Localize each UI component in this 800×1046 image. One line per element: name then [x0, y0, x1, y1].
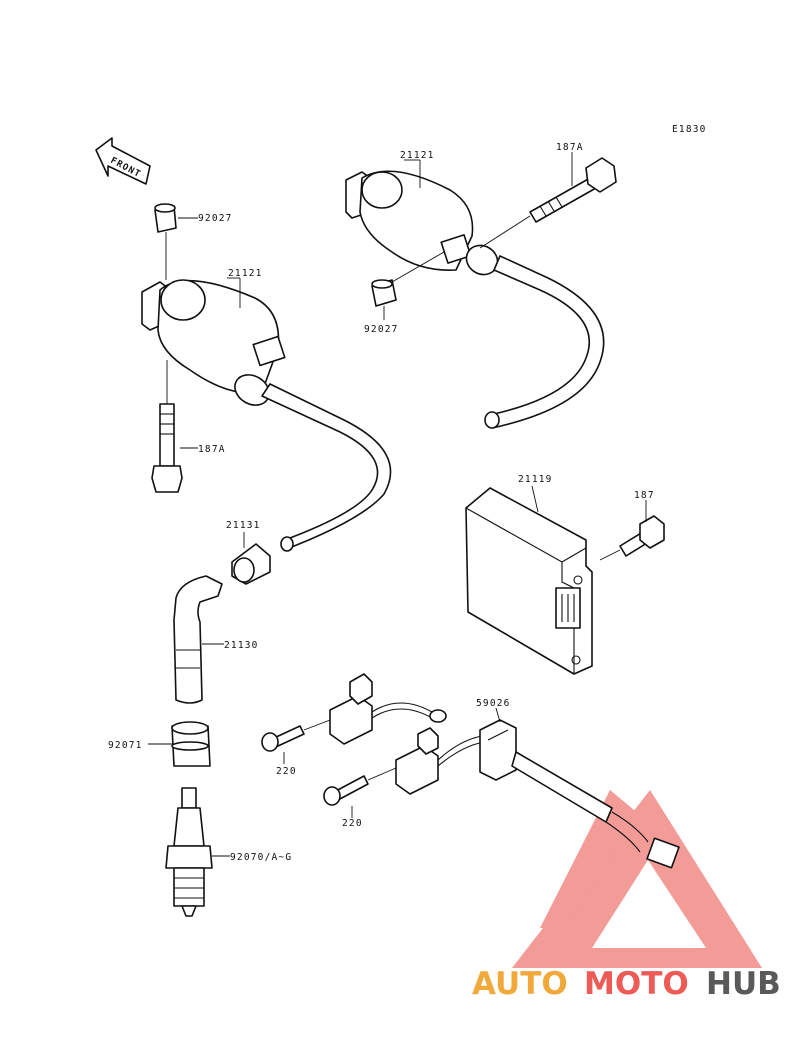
- terminal-nut-21131: [231, 543, 271, 585]
- label-92070: 92070/A~G: [230, 852, 292, 863]
- spark-plug-92070: [165, 787, 213, 917]
- label-92027-right: 92027: [364, 324, 399, 335]
- watermark-hub: HUB: [706, 966, 781, 1002]
- label-187: 187: [634, 490, 655, 501]
- screw-220-lower: [323, 775, 369, 806]
- ignition-coil-left: [141, 279, 392, 552]
- label-21119: 21119: [518, 474, 553, 485]
- label-21121-right: 21121: [400, 150, 435, 161]
- ignition-coil-right: [345, 170, 605, 429]
- label-220-upper: 220: [276, 766, 297, 777]
- bolt-187A-left: [151, 403, 183, 493]
- front-direction-arrow: FRONT: [95, 137, 151, 185]
- label-92071: 92071: [108, 740, 143, 751]
- label-92027-left: 92027: [198, 213, 233, 224]
- screw-220-upper: [261, 725, 305, 752]
- bolt-187A-right: [529, 157, 617, 223]
- watermark-moto: MOTO: [584, 966, 689, 1002]
- collar-92027-right: [371, 279, 397, 307]
- label-21121-left: 21121: [228, 268, 263, 279]
- diagram-code: E1830: [672, 124, 707, 135]
- label-21131: 21131: [226, 520, 261, 531]
- watermark-triangle-logo: [512, 790, 762, 968]
- collar-92027-left: [154, 203, 177, 233]
- plug-cap-cover-92071: [171, 721, 211, 767]
- label-21130: 21130: [224, 640, 259, 651]
- label-187A-left: 187A: [198, 444, 226, 455]
- label-220-lower: 220: [342, 818, 363, 829]
- label-59026: 59026: [476, 698, 511, 709]
- pickup-coil-harness-59026: [329, 673, 680, 869]
- igniter-unit-21119: [465, 487, 593, 675]
- spark-plug-cap-21130: [173, 575, 223, 704]
- label-187A-right: 187A: [556, 142, 584, 153]
- bolt-187: [619, 515, 665, 557]
- watermark-text: AUTO MOTO HUB: [472, 966, 781, 1002]
- watermark-auto: AUTO: [472, 966, 568, 1002]
